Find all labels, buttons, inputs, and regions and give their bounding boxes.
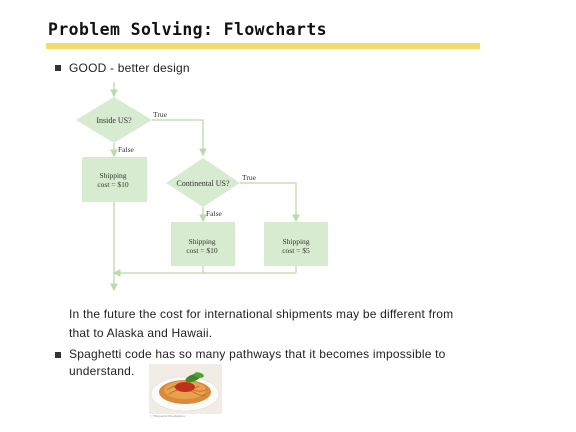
box3-line2: cost = $5 <box>282 246 310 255</box>
false-label-2: False <box>206 209 223 218</box>
box2-line1: Shipping <box>188 237 215 246</box>
true-label-2: True <box>242 173 257 182</box>
box-shipping-10-middle <box>171 222 235 266</box>
arrow-true-2 <box>240 182 300 223</box>
title-underline <box>46 43 480 49</box>
box1-line2: cost = $10 <box>97 180 129 189</box>
false-label-1: False <box>118 145 135 154</box>
slide-title: Problem Solving: Flowcharts <box>48 20 328 39</box>
decision-inside-us <box>76 97 152 143</box>
bullet-good-design: GOOD - better design <box>69 61 190 75</box>
bullet2-line-1: Spaghetti code has so many pathways that… <box>69 347 446 361</box>
bullet2-line-2: understand. <box>69 364 135 378</box>
decision-continental-us <box>166 158 240 207</box>
decision-continental-us-label: Continental US? <box>176 179 230 188</box>
photo-credit: © Fitopardo/iStockphoto. <box>150 414 186 418</box>
true-label-1: True <box>153 110 168 119</box>
bullet-spaghetti-code: Spaghetti code has so many pathways that… <box>69 346 509 380</box>
decision-inside-us-label: Inside US? <box>96 116 132 125</box>
bullet-marker <box>55 352 61 358</box>
box-shipping-10-left <box>82 157 147 202</box>
paragraph-line-2: that to Alaska and Hawaii. <box>69 326 213 340</box>
box1-line1: Shipping <box>99 171 126 180</box>
paragraph-line-1: In the future the cost for international… <box>69 307 454 321</box>
spaghetti-photo <box>149 364 222 414</box>
arrow-true-1 <box>152 119 207 157</box>
box3-line1: Shipping <box>282 237 309 246</box>
paragraph-future-cost: In the future the cost for international… <box>69 305 509 343</box>
box2-line2: cost = $10 <box>186 246 218 255</box>
box-shipping-5 <box>264 222 328 266</box>
bullet-marker <box>55 65 61 71</box>
